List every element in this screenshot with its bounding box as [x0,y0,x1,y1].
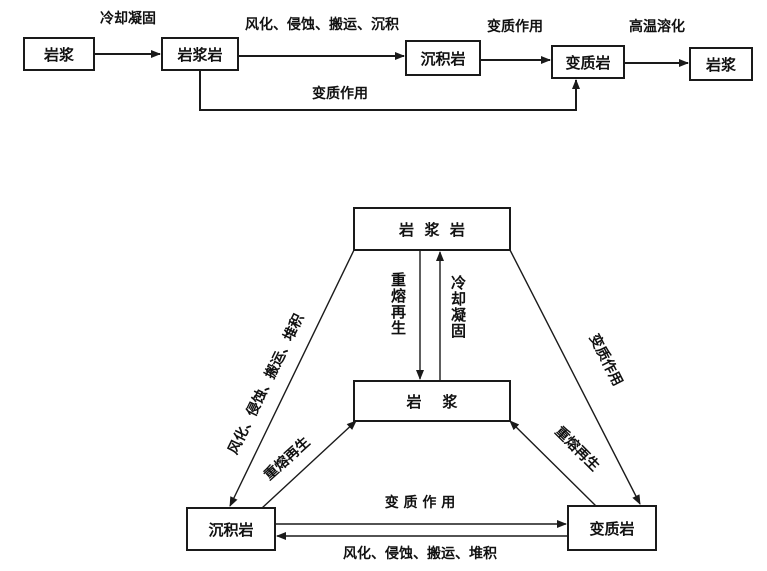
cycle-label-bottom-bottom: 风化、侵蚀、搬运、堆积 [343,545,497,562]
cycle-node-igneous-box [353,207,511,251]
top-label-cooling: 冷却凝固 [100,10,156,27]
cycle-node-magma: 岩 浆 [406,393,459,411]
top-label-weathering: 风化、侵蚀、搬运、沉积 [245,16,399,33]
top-node-igneous: 岩浆岩 [176,46,222,64]
top-node-magma-out-box [689,47,753,81]
cycle-label-remelt-down: 重熔再生 [389,271,407,336]
cycle-arrow-metamorphic-to-magma [509,420,597,507]
top-node-magma: 岩浆 [43,46,75,64]
top-flow: 岩浆 岩浆岩 沉积岩 变质岩 岩浆 冷却凝固 风化、侵蚀、搬运、沉积 变质作用 … [23,10,753,111]
cycle-label-cooling-up: 冷却凝固 [449,274,467,339]
cycle-label-left-diag: 风化、侵蚀、搬运、堆积 [225,311,308,457]
top-node-magma-out: 岩浆 [705,56,737,74]
cycle-node-metamorphic-box [567,505,657,551]
cycle-label-right-remelt: 重熔再生 [551,423,603,475]
top-node-sedimentary: 沉积岩 [420,50,465,68]
cycle-node-magma-box [353,380,511,422]
rock-cycle: 岩 浆 岩 岩 浆 沉积岩 变质岩 重熔再生 冷却凝固 风化、侵蚀、搬运、堆积 … [186,207,657,562]
cycle-node-sedimentary-box [186,507,276,551]
top-label-metamorphism: 变质作用 [487,18,543,35]
top-arrow-bypass [199,70,580,111]
cycle-label-bottom-top: 变 质 作 用 [385,494,456,511]
cycle-arrow-sedimentary-to-magma [261,420,357,509]
top-node-metamorphic: 变质岩 [565,54,610,72]
cycle-arrow-igneous-to-metamorphic [509,249,641,505]
cycle-label-right-diag: 变质作用 [586,331,627,389]
cycle-label-left-remelt: 重熔再生 [260,434,313,484]
top-label-bypass: 变质作用 [312,85,368,102]
top-node-magma-box [23,37,95,71]
top-label-melting: 高温溶化 [629,18,685,35]
top-node-sedimentary-box [405,40,481,76]
cycle-node-metamorphic: 变质岩 [589,520,634,538]
cycle-node-sedimentary: 沉积岩 [208,521,253,539]
cycle-arrow-igneous-to-sedimentary [229,249,355,507]
cycle-node-igneous: 岩 浆 岩 [398,221,465,239]
